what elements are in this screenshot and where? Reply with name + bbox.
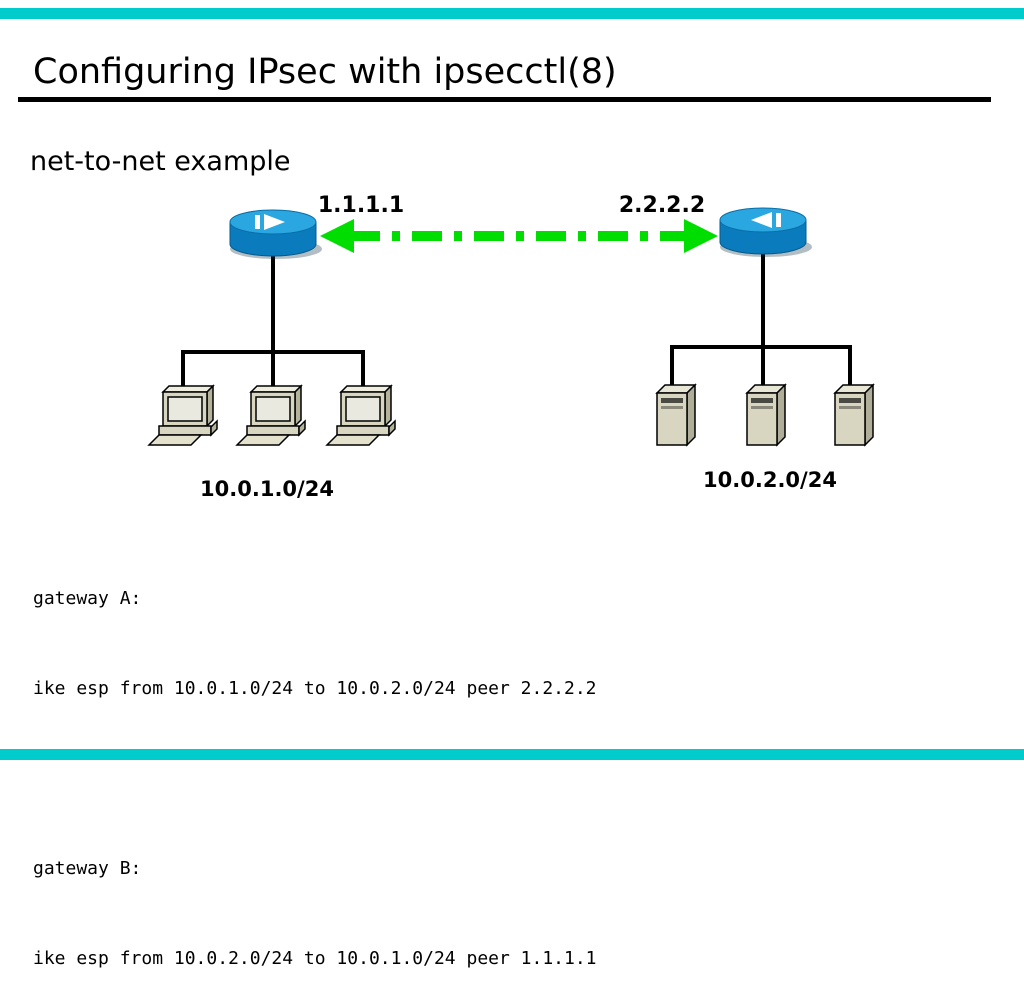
gateway-a-label: gateway A: bbox=[33, 588, 142, 609]
page-title: Configuring IPsec with ipsecctl(8) bbox=[33, 52, 617, 92]
title-rule bbox=[18, 97, 991, 102]
vpn-tunnel-arrow bbox=[320, 219, 718, 253]
server-icon bbox=[746, 384, 786, 446]
workstation-icon bbox=[148, 385, 218, 446]
workstation-icon bbox=[236, 385, 306, 446]
slide-subtitle: net-to-net example bbox=[30, 146, 291, 177]
lan-a-cabling bbox=[181, 250, 365, 390]
ipsecctl-config-block: gateway A: ike esp from 10.0.1.0/24 to 1… bbox=[33, 524, 597, 1004]
gateway-b-rule: ike esp from 10.0.2.0/24 to 10.0.1.0/24 … bbox=[33, 948, 597, 969]
workstation-icon bbox=[326, 385, 396, 446]
network-diagram: 1.1.1.1 2.2.2.2 10.0.1.0/24 10.0.2.0/24 bbox=[148, 193, 874, 501]
gateway-b-ip-label: 2.2.2.2 bbox=[619, 193, 705, 218]
lan-a-subnet-label: 10.0.1.0/24 bbox=[200, 477, 334, 501]
gateway-a-rule: ike esp from 10.0.1.0/24 to 10.0.2.0/24 … bbox=[33, 678, 597, 699]
lan-b-subnet-label: 10.0.2.0/24 bbox=[703, 468, 837, 492]
bottom-accent-bar bbox=[0, 749, 1024, 760]
gateway-a-ip-label: 1.1.1.1 bbox=[318, 193, 404, 218]
tunnel-arrowhead-left bbox=[320, 219, 354, 253]
server-icon bbox=[656, 384, 696, 446]
top-accent-bar bbox=[0, 8, 1024, 19]
server-icon bbox=[834, 384, 874, 446]
lan-b-cabling bbox=[670, 248, 852, 387]
blank-line bbox=[33, 764, 597, 794]
router-a-icon bbox=[229, 209, 322, 259]
tunnel-arrowhead-right bbox=[684, 219, 718, 253]
gateway-b-label: gateway B: bbox=[33, 858, 142, 879]
router-b-icon bbox=[719, 207, 812, 257]
